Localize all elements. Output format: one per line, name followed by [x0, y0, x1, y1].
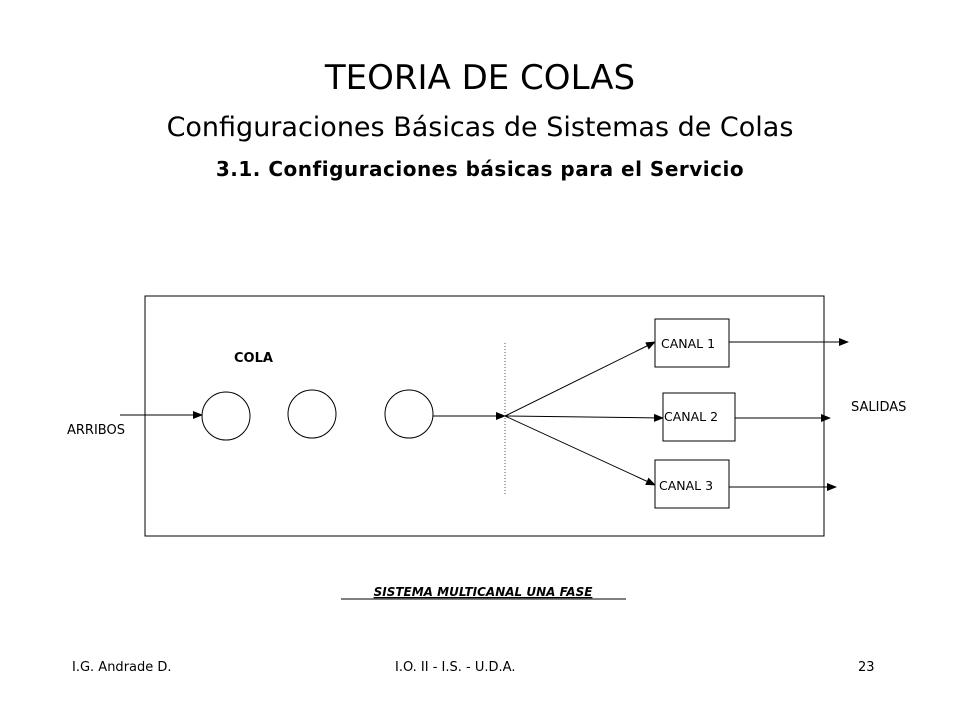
canal-1-label: CANAL 1 — [661, 336, 715, 351]
canal-1-box — [654, 318, 730, 368]
outputs-label: SALIDAS — [851, 400, 906, 415]
arrivals-label: ARRIBOS — [67, 423, 125, 438]
queue-customer-3 — [384, 389, 434, 439]
branch-arrow-canal-2 — [504, 413, 664, 422]
queue-label: COLA — [234, 351, 273, 366]
section-heading: 3.1. Configuraciones básicas para el Ser… — [215, 157, 745, 181]
queue-customer-1 — [201, 391, 251, 441]
branch-arrow-canal-3 — [504, 415, 656, 486]
canal-3-box — [654, 459, 730, 509]
footer-author: I.G. Andrade D. — [72, 660, 172, 675]
canal-3-label: CANAL 3 — [659, 478, 713, 493]
diagram-caption: SISTEMA MULTICANAL UNA FASE — [374, 585, 594, 599]
footer-page-number: 23 — [858, 660, 875, 675]
queue-customer-2 — [287, 389, 337, 439]
canal-2-label: CANAL 2 — [664, 409, 718, 424]
branch-arrow-canal-1 — [504, 341, 656, 417]
slide-subtitle: Configuraciones Básicas de Sistemas de C… — [166, 112, 794, 143]
footer-course: I.O. II - I.S. - U.D.A. — [395, 660, 516, 675]
canal-2-box — [662, 392, 736, 442]
slide-title: TEORIA DE COLAS — [324, 58, 636, 98]
